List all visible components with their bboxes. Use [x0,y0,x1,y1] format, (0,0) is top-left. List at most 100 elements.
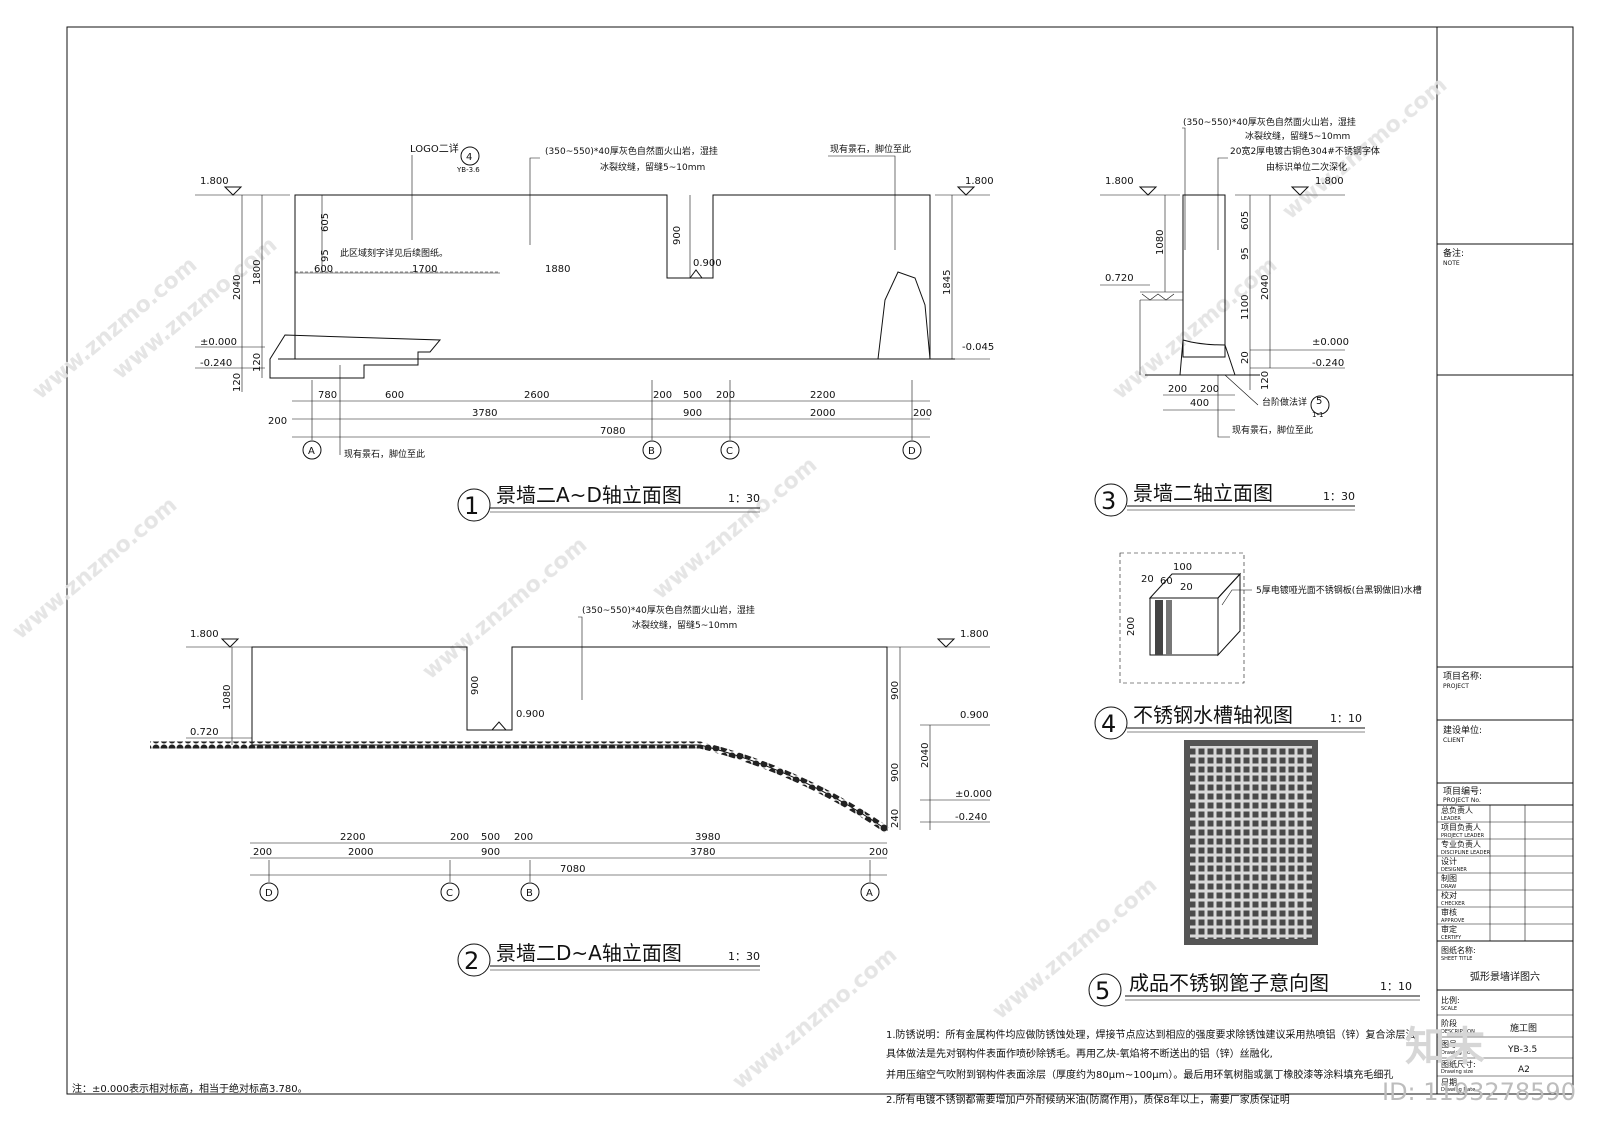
dim-1080: 1080 [1155,230,1166,255]
drawing-number: 5 [1095,977,1110,1005]
svg-text:www.znzmo.com: www.znzmo.com [728,943,902,1095]
axis-label: B [526,888,533,899]
level-neg: -0.240 [955,812,987,823]
tb-size-en: Drawing size [1441,1069,1473,1075]
dim-row2-1: 2000 [348,847,373,858]
tb-drawing-no-en: Drawing No. [1441,1050,1472,1056]
brand-watermark: 知末 [1405,1024,1485,1070]
dim-row2-3: 2000 [810,408,835,419]
tb-client-en: CLIENT [1443,737,1465,744]
tb-row-label-en: DISCIPLINE LEADER [1441,850,1491,856]
tb-note-en: NOTE [1443,260,1460,267]
dim-row1-1: 600 [385,390,404,401]
tb-row-label: 总负责人 [1441,805,1473,815]
dim-900a: 900 [470,676,481,695]
dim-120: 120 [1260,371,1271,390]
svg-text:www.znzmo.com: www.znzmo.com [418,533,592,685]
drawing-title: 成品不锈钢篦子意向图 [1129,971,1329,995]
level-top-left: 1.800 [1105,176,1134,187]
dim-row1-5: 200 [716,390,735,401]
detail-ref-num: 4 [466,152,472,163]
dim-95: 95 [1240,247,1251,260]
axis-label: D [908,446,916,457]
drawing-4-stainless-trough: 100 20 60 20 200 5厚电镀哑光面不锈钢板(台黑钢做旧)水槽 4 … [1094,552,1422,740]
dim-200b: 200 [1200,384,1219,395]
dim-200a: 200 [1168,384,1187,395]
level-neg: -0.240 [200,358,232,369]
level-step: 0.900 [693,258,722,269]
footnote: 注：±0.000表示相对标高，相当于绝对标高3.780。 [72,1082,308,1095]
drawing-number-circle [457,943,491,977]
tb-stage-value: 施工图 [1510,1022,1537,1034]
drawing-number-circle [1088,973,1122,1007]
tb-project-en: PROJECT [1443,683,1469,690]
section-note-2: 冰裂纹缝，留缝5~10mm [1245,130,1350,142]
dim-605: 605 [1240,211,1251,230]
title-block: 备注: NOTE 项目名称: PROJECT 建设单位: CLIENT 项目编号… [1437,243,1573,1093]
drawing-number: 1 [464,492,479,520]
dim-1845: 1845 [942,270,953,295]
tb-sheet-title-cn: 图纸名称: [1441,945,1476,955]
axis-label: A [308,446,315,457]
ground-beads [150,741,889,833]
existing-rock-left [269,334,442,379]
level-zero: ±0.000 [955,789,992,800]
dim-total: 7080 [560,864,585,875]
drawing-scale: 1：10 [1330,712,1362,725]
drawing-scale: 1：10 [1380,980,1412,993]
level-left: 0.720 [190,727,219,738]
section-note-4: 由标识单位二次深化 [1266,161,1347,173]
drawing-title: 景墙二轴立面图 [1133,481,1273,505]
drawing-title: 景墙二A~D轴立面图 [496,483,682,507]
dim-900c: 900 [890,763,901,782]
dim-20a: 20 [1141,574,1154,585]
tb-scale-en: SCALE [1441,1006,1457,1012]
tb-scale-cn: 比例: [1441,995,1460,1005]
dim-row1-0: 2200 [340,832,365,843]
svg-text:www.znzmo.com: www.znzmo.com [988,873,1162,1025]
dim-240: 240 [890,809,901,828]
dim-row2-0: 200 [268,416,287,427]
tb-sheet-title-en: SHEET TITLE [1441,956,1472,962]
sheet-border [66,26,1574,1095]
level-neg-right: -0.045 [962,342,994,353]
tb-note-cn: 备注: [1443,247,1464,259]
axis-bubble [259,882,279,902]
dim-2040: 2040 [920,743,931,768]
tb-row-label: 项目负责人 [1441,822,1481,832]
rock-note: 现有景石，脚位至此 [1232,424,1313,436]
id-watermark: ID: 1193278590 [1382,1078,1576,1106]
dim-row2-3: 3780 [690,847,715,858]
dim-row1-2: 2600 [524,390,549,401]
dim-120b: 120 [232,373,243,392]
tb-row-label-en: LEADER [1441,816,1461,822]
wall-outline-1 [294,194,931,360]
dim-600: 600 [314,264,333,275]
note-line-1: 1.防锈说明：所有金属构件均应做防锈蚀处理，焊接节点应达到相应的强度要求除锈蚀建… [886,1028,1416,1041]
dim-1700: 1700 [412,264,437,275]
axis-bubble [440,882,460,902]
dim-120a: 120 [252,353,263,372]
axis-bubble [902,440,922,460]
tb-row-label: 审核 [1441,907,1457,917]
drawing-5-grating-image: 5 成品不锈钢篦子意向图 1：10 [1088,740,1420,1007]
drawing-number-circle [1094,483,1128,517]
level-top-left: 1.800 [190,629,219,640]
tb-size-value: A2 [1518,1065,1530,1075]
axis-bubble [520,882,540,902]
tb-row-label-en: CERTIFY [1441,935,1462,941]
dim-row2-2: 900 [481,847,500,858]
dim-row1-6: 2200 [810,390,835,401]
note-line-4: 2.所有电镀不锈钢都需要增加户外耐候纳米油(防腐作用)，质保8年以上，需要厂家质… [886,1093,1290,1106]
stone-note-1: (350~550)*40厚灰色自然面火山岩，湿挂 [545,145,718,157]
drawing-2-elevation-d-a: (350~550)*40厚灰色自然面火山岩，湿挂 冰裂纹缝，留缝5~10mm 1… [150,604,992,977]
dim-20b: 20 [1180,582,1193,593]
detail-ref-sheet: YB-3.6 [456,166,480,174]
drawing-number: 3 [1101,487,1116,515]
tb-row-label: 制图 [1441,873,1457,883]
drawing-3-section: (350~550)*40厚灰色自然面火山岩，湿挂 冰裂纹缝，留缝5~10mm 2… [1094,116,1380,517]
level-left: 0.720 [1105,273,1134,284]
drawing-number-circle [457,488,491,522]
tb-size-cn: 图纸尺寸: [1441,1059,1476,1069]
dim-1100: 1100 [1240,295,1251,320]
